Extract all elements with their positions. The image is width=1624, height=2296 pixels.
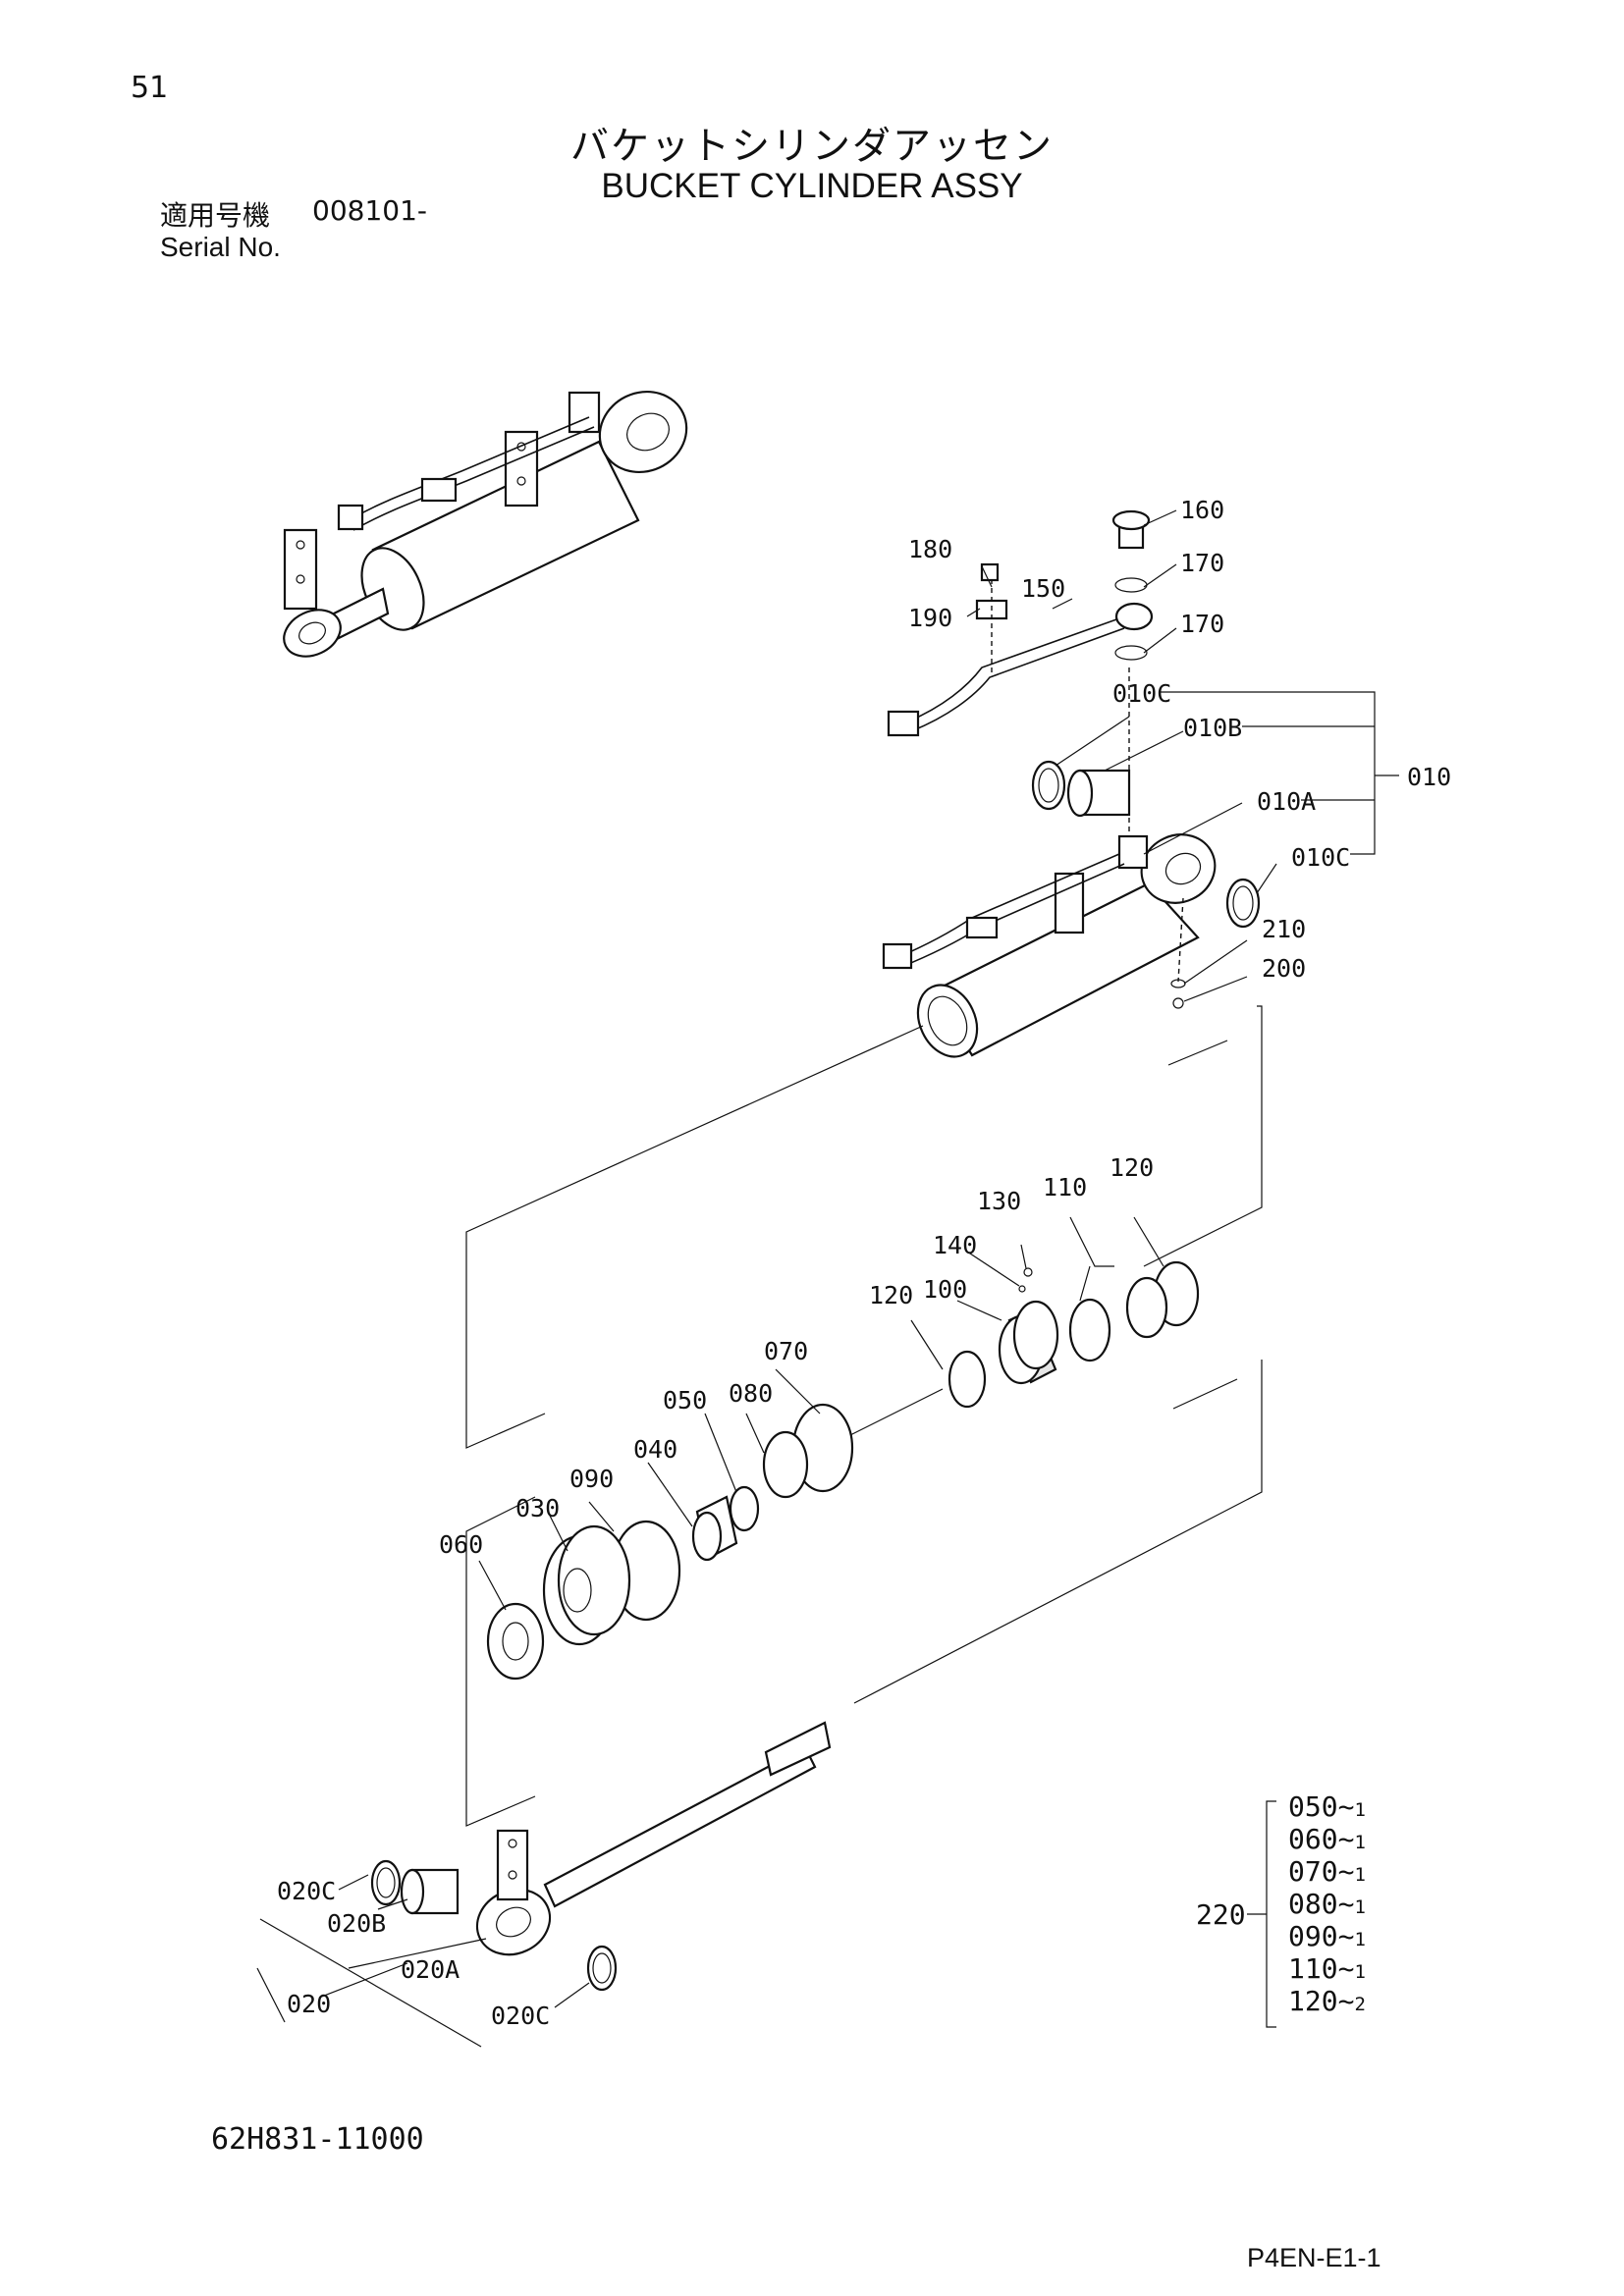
- callout-120: 120: [1110, 1153, 1154, 1182]
- title-japanese: バケットシリンダアッセン: [569, 125, 1054, 169]
- serial-label-english: Serial No.: [160, 232, 281, 262]
- seal-kit-item: 090~1: [1288, 1920, 1366, 1952]
- document-code: 62H831-11000: [211, 2122, 424, 2157]
- seal-kit-item: 110~1: [1288, 1952, 1366, 1985]
- callout-070: 070: [764, 1337, 808, 1365]
- callout-020c: 020C: [491, 2002, 550, 2030]
- callout-020b: 020B: [327, 1909, 386, 1938]
- callout-010: 010: [1407, 763, 1451, 791]
- callout-010b: 010B: [1183, 714, 1242, 742]
- callout-120: 120: [869, 1281, 913, 1309]
- callout-140: 140: [933, 1231, 977, 1259]
- callout-010c: 010C: [1291, 843, 1350, 872]
- callout-020: 020: [287, 1990, 331, 2018]
- callout-110: 110: [1043, 1173, 1087, 1201]
- callout-190: 190: [908, 604, 952, 632]
- piston-components: [486, 1260, 1200, 1681]
- callout-020a: 020A: [401, 1955, 460, 1984]
- callout-160: 160: [1180, 496, 1224, 524]
- leader-lines: [256, 509, 1399, 2048]
- assembled-cylinder-overview: [283, 390, 688, 658]
- sheet-code: P4EN-E1-1: [1247, 2243, 1381, 2272]
- callout-060: 060: [439, 1530, 483, 1559]
- callout-170: 170: [1180, 549, 1224, 577]
- title-english: BUCKET CYLINDER ASSY: [601, 167, 1023, 205]
- seal-kit-number: 220: [1196, 1898, 1246, 1931]
- callout-130: 130: [977, 1187, 1021, 1215]
- callout-labels: 160 170 170 180 190 150 010C 010B 010A 0…: [277, 496, 1451, 2030]
- seal-kit-item: 050~1: [1288, 1790, 1366, 1823]
- seal-kit-item: 080~1: [1288, 1888, 1366, 1920]
- page-number: 51: [131, 71, 169, 105]
- callout-010a: 010A: [1257, 787, 1316, 816]
- callout-040: 040: [633, 1435, 677, 1464]
- callout-180: 180: [908, 535, 952, 563]
- callout-080: 080: [729, 1379, 773, 1408]
- serial-number-value: 008101-: [312, 194, 427, 227]
- callout-090: 090: [569, 1465, 614, 1493]
- callout-020c: 020C: [277, 1877, 336, 1905]
- callout-150: 150: [1021, 574, 1065, 603]
- assembly-guide-lines: [465, 1005, 1263, 1827]
- seal-kit-item: 070~1: [1288, 1855, 1366, 1888]
- callout-030: 030: [515, 1494, 560, 1522]
- callout-170: 170: [1180, 610, 1224, 638]
- callout-050: 050: [663, 1386, 707, 1415]
- serial-label-japanese: 適用号機: [160, 199, 271, 232]
- cylinder-tube: [882, 833, 1217, 1058]
- callout-200: 200: [1262, 954, 1306, 983]
- bushing-010: [1031, 760, 1261, 929]
- piston-rod: [370, 1721, 832, 1992]
- hose-and-fittings: [887, 509, 1154, 834]
- callout-010c: 010C: [1112, 679, 1171, 708]
- seal-kit-item: 060~1: [1288, 1823, 1366, 1855]
- seal-kit-item: 120~2: [1288, 1985, 1366, 2017]
- callout-210: 210: [1262, 915, 1306, 943]
- callout-100: 100: [923, 1275, 967, 1304]
